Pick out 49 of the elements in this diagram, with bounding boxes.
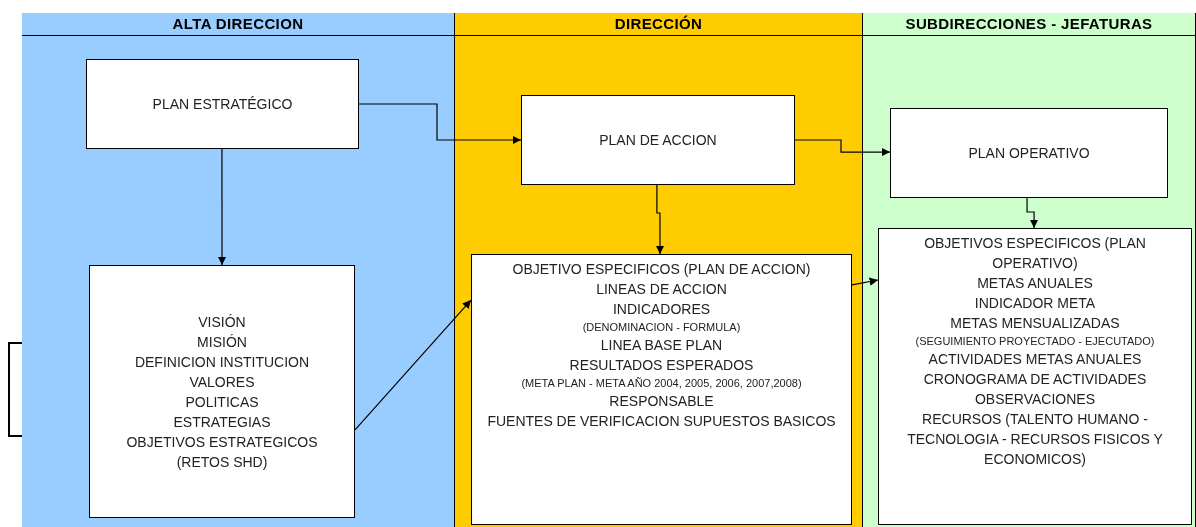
- box-text: VALORES: [189, 372, 255, 392]
- swimlane: [22, 13, 455, 527]
- process-box: [521, 95, 795, 185]
- box-text: (SEGUIMIENTO PROYECTADO - EJECUTADO): [915, 334, 1155, 349]
- box-text: METAS ANUALES: [977, 274, 1093, 293]
- arrow: [354, 299, 472, 431]
- box-text: PLAN DE ACCION: [599, 131, 717, 150]
- box-text: PLAN ESTRATÉGICO: [152, 95, 293, 114]
- process-box: [89, 265, 355, 518]
- box-text: RECURSOS (TALENTO HUMANO - TECNOLOGIA - RECURSOS FISICOS Y ECONOMICOS): [906, 410, 1164, 469]
- box-text: MISIÓN: [197, 332, 247, 352]
- box-text: INDICADORES: [612, 300, 711, 319]
- arrow: [1026, 197, 1039, 229]
- arrow: [794, 139, 891, 157]
- box-text: PLAN OPERATIVO: [968, 144, 1090, 163]
- arrow: [851, 277, 879, 286]
- arrow: [358, 103, 522, 145]
- box-text: INDICADOR META: [974, 294, 1096, 313]
- swimlane: [863, 13, 1196, 527]
- lane-header: SUBDIRECCIONES - JEFATURAS: [863, 13, 1195, 36]
- box-text: (RETOS SHD): [176, 452, 268, 472]
- lane-header: DIRECCIÓN: [455, 13, 862, 36]
- swimlane: [455, 13, 863, 527]
- box-text: OBJETIVO ESPECIFICOS (PLAN DE ACCION): [512, 260, 811, 279]
- lane-header: ALTA DIRECCION: [22, 13, 454, 36]
- box-text: POLITICAS: [185, 392, 259, 412]
- process-box: [878, 228, 1192, 525]
- box-text: LINEAS DE ACCION: [596, 280, 727, 299]
- arrow: [217, 148, 227, 266]
- box-text: OBJETIVOS ESPECIFICOS (PLAN OPERATIVO): [923, 234, 1147, 273]
- process-box: [86, 59, 359, 149]
- box-text: (DENOMINACION - FORMULA): [582, 320, 741, 335]
- box-text: DEFINICION INSTITUCION: [134, 352, 310, 372]
- arrow: [655, 184, 665, 255]
- box-text: LINEA BASE PLAN: [600, 336, 723, 355]
- box-text: CRONOGRAMA DE ACTIVIDADES: [923, 370, 1147, 389]
- box-text: ACTIVIDADES METAS ANUALES: [928, 350, 1142, 369]
- process-box: [890, 108, 1168, 198]
- box-text: (META PLAN - META AÑO 2004, 2005, 2006, 2007,2008): [521, 376, 802, 391]
- box-text: OBJETIVOS ESTRATEGICOS: [126, 432, 318, 452]
- box-text: VISIÓN: [198, 312, 246, 332]
- bracket: [8, 342, 22, 437]
- box-text: RESPONSABLE: [609, 392, 714, 411]
- process-box: [471, 254, 852, 525]
- box-text: OBSERVACIONES: [974, 390, 1096, 409]
- box-text: FUENTES DE VERIFICACION SUPUESTOS BASICOS: [487, 412, 836, 431]
- box-text: ESTRATEGIAS: [173, 412, 271, 432]
- box-text: RESULTADOS ESPERADOS: [569, 356, 754, 375]
- box-text: METAS MENSUALIZADAS: [950, 314, 1120, 333]
